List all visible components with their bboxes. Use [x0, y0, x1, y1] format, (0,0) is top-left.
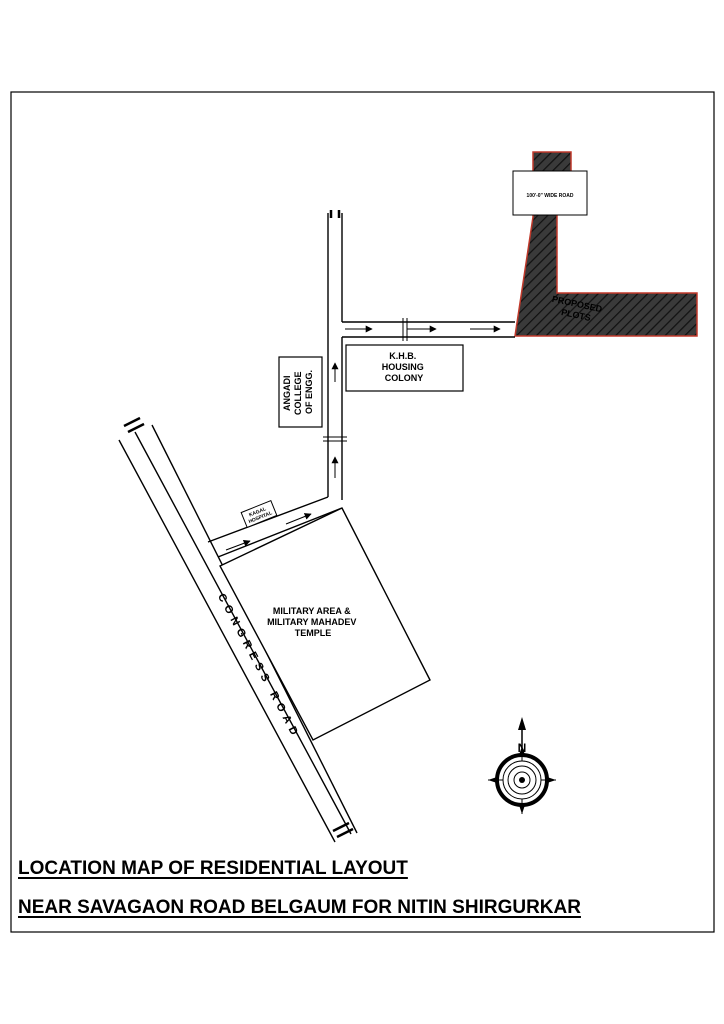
congress-road-edge: [134, 431, 352, 835]
compass-center: [519, 777, 525, 783]
angadi-label-line: OF ENGG.: [304, 370, 314, 414]
angadi-label-line: COLLEGE: [293, 372, 303, 416]
map-title-line-1: LOCATION MAP OF RESIDENTIAL LAYOUT: [18, 858, 408, 879]
north-compass: N: [488, 717, 556, 814]
wide-road-label: 100'-0" WIDE ROAD: [527, 193, 574, 199]
khb-housing-label: K.H.B. HOUSING COLONY: [382, 351, 427, 383]
military-label-line: MILITARY AREA &: [273, 606, 351, 616]
compass-point-icon: [547, 777, 556, 783]
road-end-mark: [123, 416, 141, 428]
map-title-line-2: NEAR SAVAGAON ROAD BELGAUM FOR NITIN SHI…: [18, 897, 581, 918]
military-area: [219, 507, 431, 741]
military-label-line: MILITARY MAHADEV: [267, 617, 356, 627]
military-area-label: MILITARY AREA & MILITARY MAHADEV TEMPLE: [267, 606, 359, 638]
compass-point-icon: [519, 746, 525, 755]
road-arrow: [225, 539, 251, 551]
compass-ring: [507, 765, 537, 795]
compass-point-icon: [519, 805, 525, 814]
military-label-line: TEMPLE: [295, 628, 332, 638]
wide-road-box: [512, 170, 588, 216]
khb-label-line: COLONY: [385, 373, 424, 383]
congress-road-edge: [118, 439, 336, 843]
compass-ring: [513, 771, 531, 789]
khb-label-line: K.H.B.: [389, 351, 416, 361]
road-end-mark: [336, 827, 354, 839]
drawing-border: [10, 91, 715, 933]
road-end-mark: [127, 422, 145, 434]
angadi-label-line: ANGADI: [282, 376, 292, 412]
road-end-mark: [332, 821, 350, 833]
khb-housing-box: [345, 344, 464, 392]
road-arrow: [285, 513, 312, 525]
angadi-college-box: [278, 356, 323, 428]
compass-point-icon: [488, 777, 497, 783]
road-edge: [217, 507, 343, 558]
khb-label-line: HOUSING: [382, 362, 424, 372]
angadi-college-label: ANGADI COLLEGE OF ENGG.: [282, 369, 314, 415]
kagal-hospital-box: [240, 499, 278, 529]
north-arrow-icon: [518, 717, 526, 730]
